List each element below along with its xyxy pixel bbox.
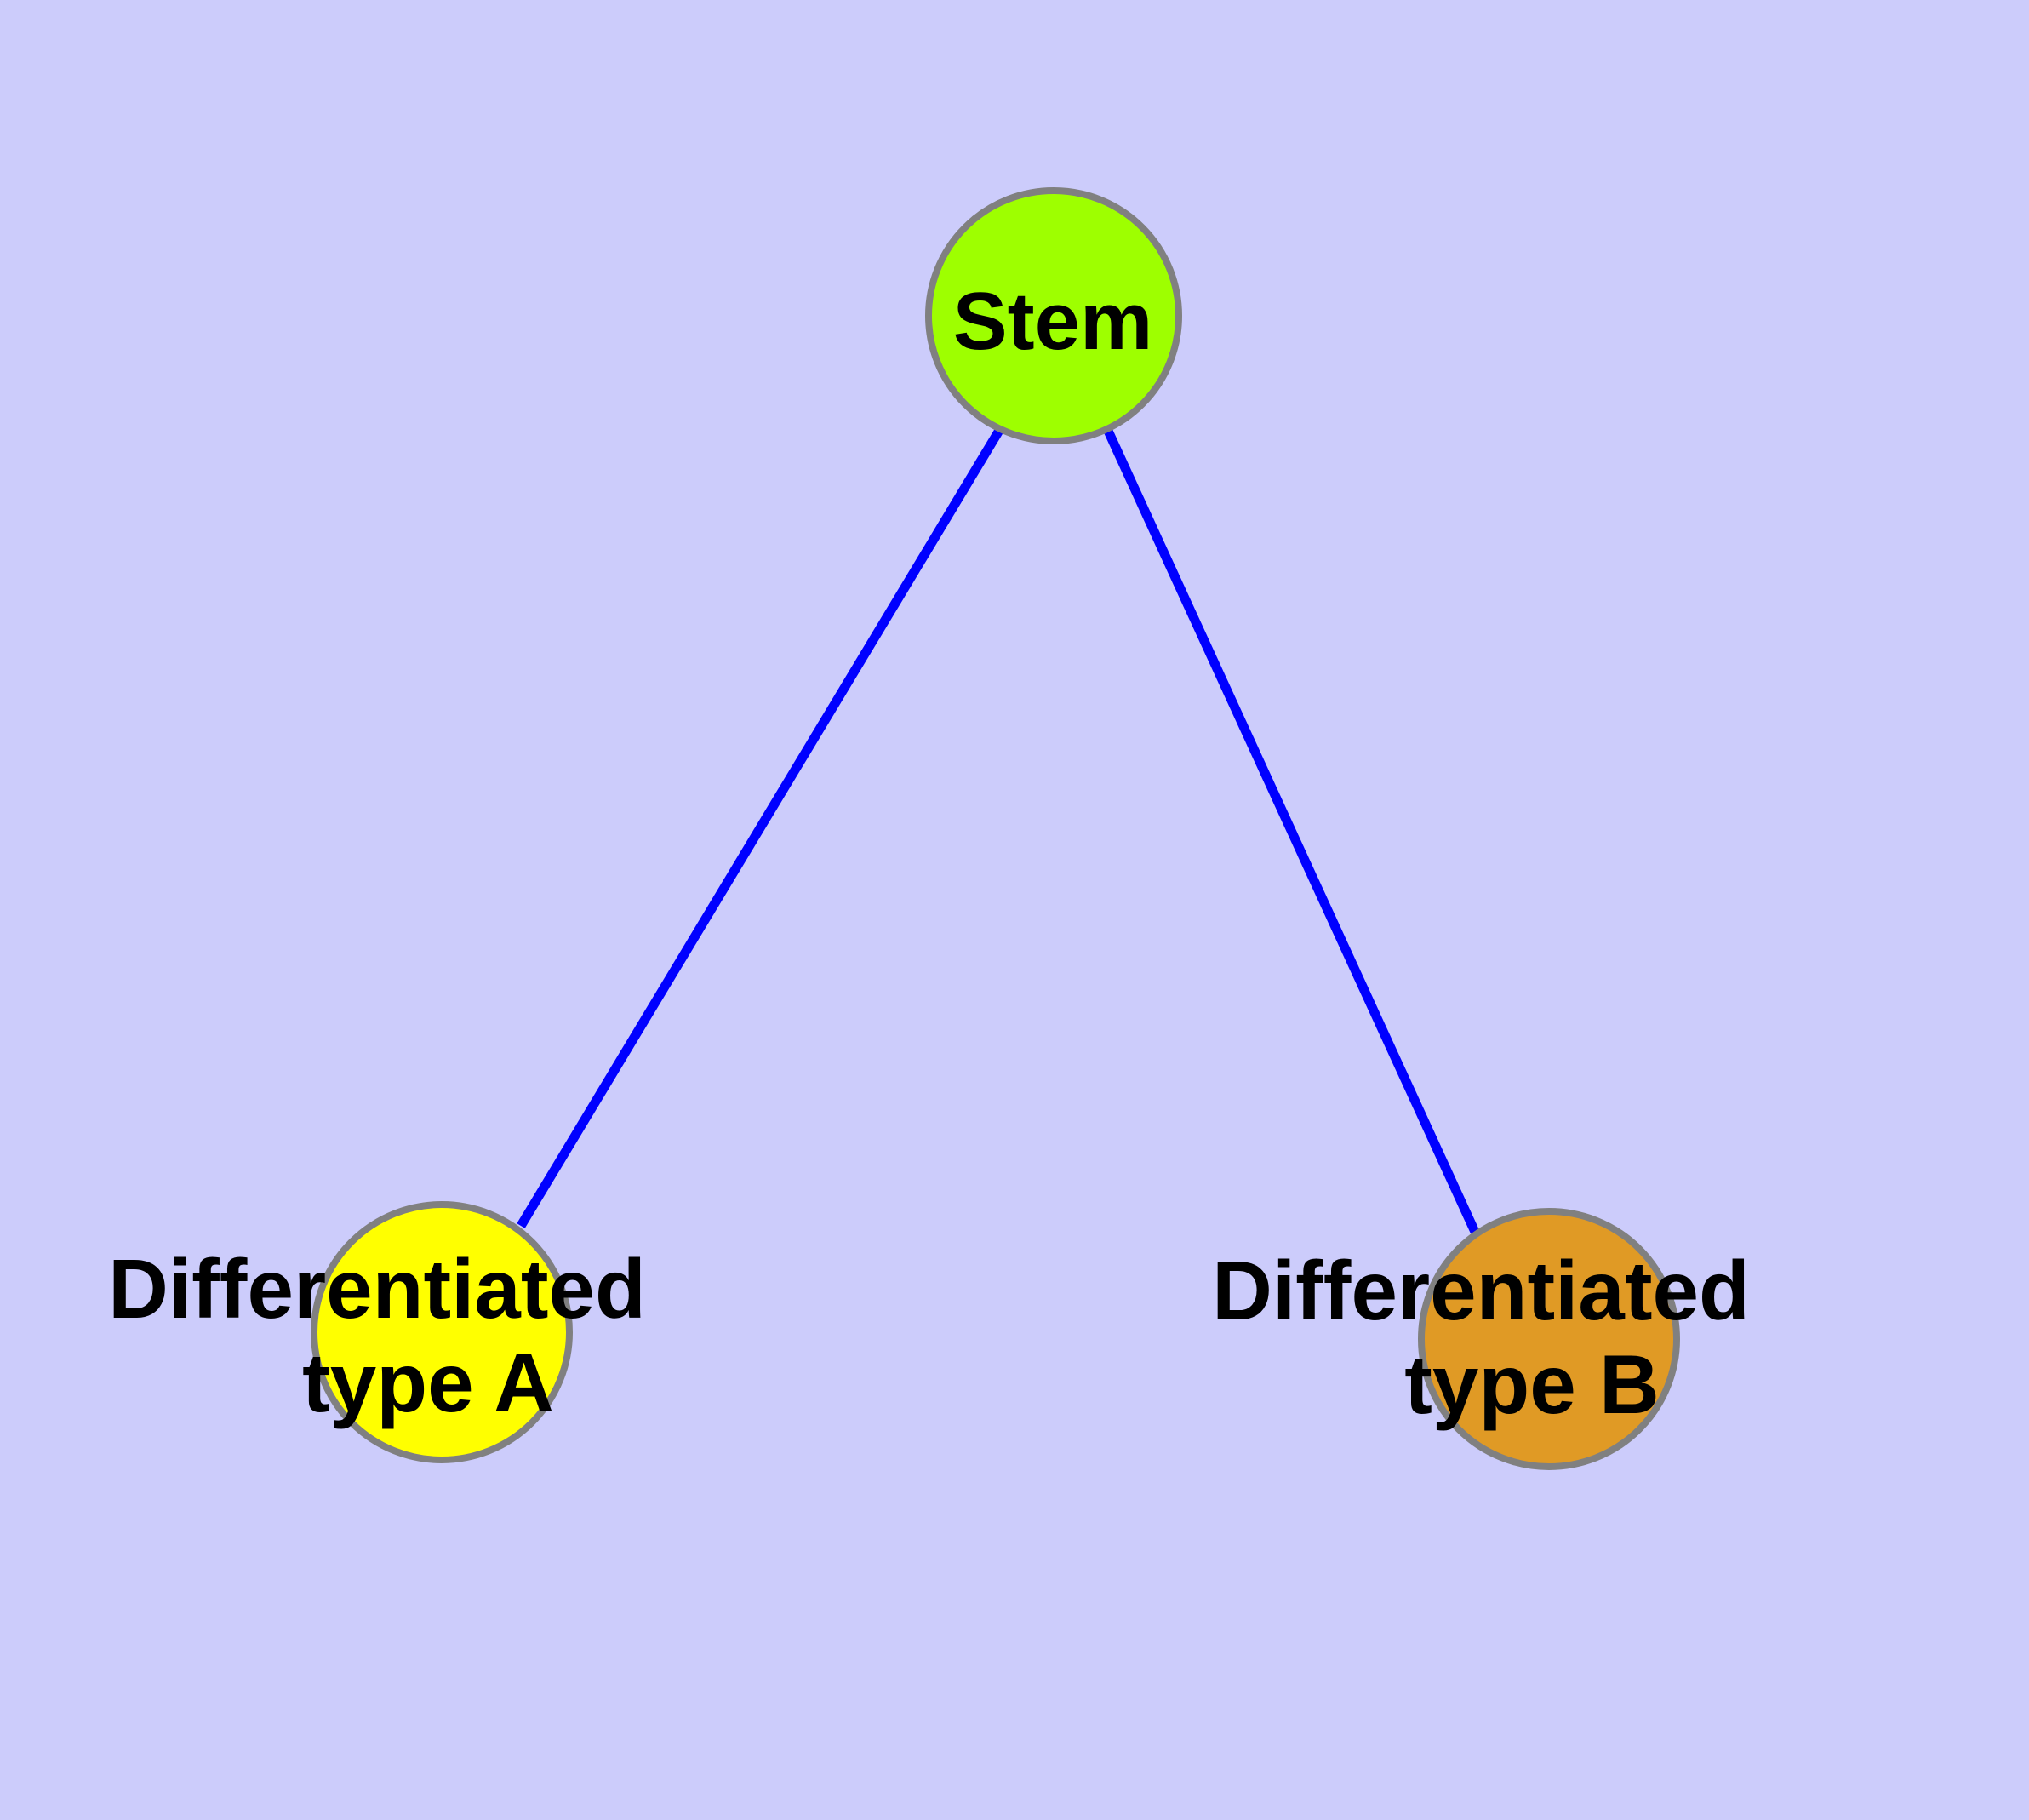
node-stem-circle[interactable] — [925, 187, 1182, 444]
node-differentiated-type-b-circle[interactable] — [1418, 1208, 1680, 1470]
node-differentiated-type-a-circle[interactable] — [311, 1201, 573, 1463]
node-stem[interactable] — [925, 187, 1182, 444]
node-differentiated-type-b-label-line-2: type B — [1404, 1337, 1660, 1431]
node-differentiated-type-a[interactable] — [311, 1201, 573, 1463]
edge-stem-to-differentiated-type-a[interactable] — [517, 426, 1004, 1228]
nodes-layer — [311, 187, 1680, 1470]
edge-stem-to-differentiated-type-b[interactable] — [1102, 426, 1480, 1234]
node-stem-label: Stem — [953, 276, 1153, 367]
node-differentiated-type-a-label-line-2: type A — [302, 1336, 554, 1429]
node-differentiated-type-a-label-line-1: Differentiated — [108, 1242, 646, 1336]
labels-layer: Stem Differentiated type A Differentiate… — [108, 276, 1750, 1431]
node-differentiated-type-b[interactable] — [1418, 1208, 1680, 1470]
edges-layer — [517, 426, 1480, 1234]
node-differentiated-type-b-label-line-1: Differentiated — [1212, 1244, 1750, 1337]
